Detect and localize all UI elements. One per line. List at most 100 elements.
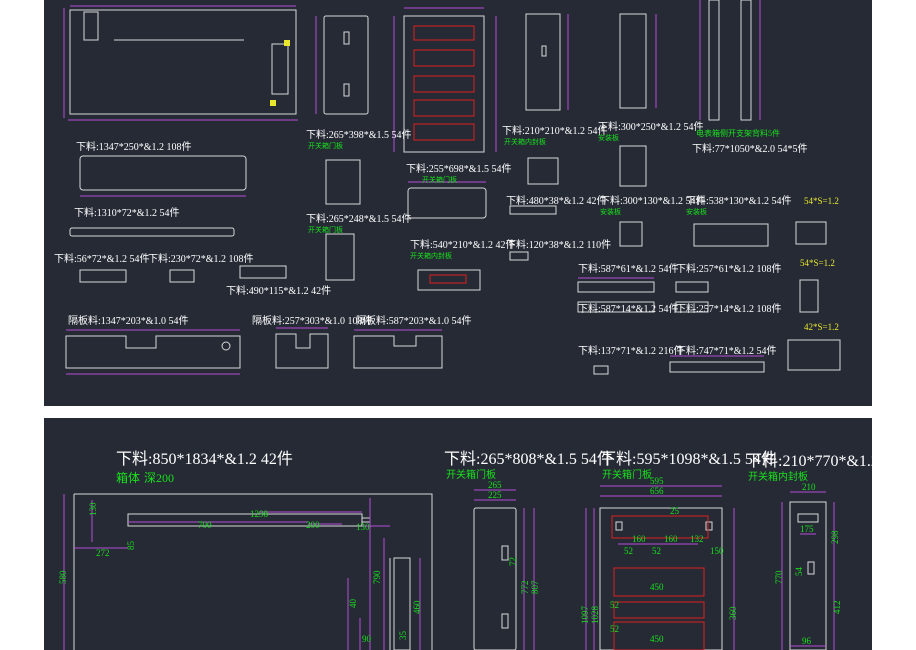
part-sublabel: 安装板 xyxy=(686,207,707,216)
long-bar-part xyxy=(79,155,247,191)
dim-value: 160 xyxy=(632,534,646,544)
part-label: 下料:540*210*&1.2 42件 xyxy=(410,238,516,251)
part-label: 下料:56*72*&1.2 54件 xyxy=(54,252,150,265)
dim-value: 96 xyxy=(802,636,812,646)
cabinet-body-block: 下料:850*1834*&1.2 42件 箱体 深200 130 12 xyxy=(58,450,433,650)
tall-panel-outline xyxy=(525,13,561,111)
part-outlines xyxy=(65,0,841,375)
dim-value: 54 xyxy=(794,567,804,577)
dim-value: 595 xyxy=(650,476,664,486)
door-panel-dim-values: 265 225 72 772 807 xyxy=(488,480,540,594)
window-cutouts xyxy=(611,515,709,650)
door-panel-outline xyxy=(323,15,369,115)
install-plate-outline xyxy=(619,13,647,109)
dim-value: 130 xyxy=(88,502,98,516)
bottom-drawing-panel: 下料:850*1834*&1.2 42件 箱体 深200 130 12 xyxy=(44,418,872,650)
cabinet-dims xyxy=(63,494,421,650)
top-part-labels: 下料:1347*250*&1.2 108件 下料:1310*72*&1.2 54… xyxy=(54,120,808,357)
dim-value: 450 xyxy=(650,582,664,592)
inner-cover-dim-values: 210 54 175 770 412 96 298 xyxy=(774,482,842,646)
windowed-door-outline xyxy=(599,507,723,650)
dim-value: 772 xyxy=(520,581,530,595)
dim-value: 132 xyxy=(690,534,704,544)
dim-value: 72 xyxy=(508,557,518,566)
part-label: 下料:747*71*&1.2 54件 xyxy=(676,344,777,357)
block-sublabel: 开关箱门板 xyxy=(602,468,652,481)
small-door-plate xyxy=(325,159,361,205)
top-cad-drawing: 下料:1347*250*&1.2 108件 下料:1310*72*&1.2 54… xyxy=(54,0,841,375)
dim-value: 1298 xyxy=(250,509,269,519)
part-label: 隔板料:1347*203*&1.0 54件 xyxy=(68,314,189,327)
dim-value: 225 xyxy=(488,490,502,500)
windowed-door-block: 下料:595*1098*&1.5 54件 开关箱门板 595 656 25 16… xyxy=(580,450,777,650)
partition-plate-2 xyxy=(275,333,329,369)
green-yellow-markers xyxy=(270,40,290,106)
part-sublabel: 开关箱门板 xyxy=(308,225,343,234)
dim-value: 52 xyxy=(610,624,619,634)
part-label: 下料:137*71*&1.2 216件 xyxy=(578,344,684,357)
part-sublabel: 开关箱门板 xyxy=(308,141,343,150)
cabinet-outline xyxy=(69,9,297,115)
dim-value: 52 xyxy=(610,600,619,610)
door-panel-block: 下料:265*808*&1.5 54件 开关箱门板 265 225 72 772… xyxy=(444,450,613,650)
dim-value: 35 xyxy=(398,631,408,641)
yellow-note: 42*S=1.2 xyxy=(804,322,839,332)
dim-value: 580 xyxy=(58,570,68,584)
part-label: 下料:265*248*&1.5 54件 xyxy=(306,212,412,225)
part-label: 下料:265*398*&1.5 54件 xyxy=(306,128,412,141)
windowed-door-dim-values: 595 656 25 160 160 132 52 52 450 450 150… xyxy=(580,476,738,644)
block-label: 下料:210*770*&1.2 42+6 xyxy=(746,452,872,470)
part-label: 下料:300*250*&1.2 54件 xyxy=(598,120,704,133)
dim-value: 807 xyxy=(530,580,540,594)
part-label: 下料:1310*72*&1.2 54件 xyxy=(74,206,180,219)
dim-value: 25 xyxy=(670,506,680,516)
block-label: 下料:595*1098*&1.5 54件 xyxy=(600,450,777,468)
part-label: 下料:480*38*&1.2 42件 xyxy=(506,194,607,207)
windowed-door-dims xyxy=(585,485,735,650)
dim-value: 450 xyxy=(650,634,664,644)
dimension-lines xyxy=(63,0,764,375)
dim-value: 52 xyxy=(652,546,661,556)
dim-value: 412 xyxy=(832,601,842,615)
block-sublabel: 开关箱内封板 xyxy=(748,470,808,483)
partition-plate-1 xyxy=(65,335,241,369)
dim-value: 265 xyxy=(488,480,502,490)
top-part-sublabels: 开关箱门板 开关箱门板 开关箱门板 开关箱内封板 开关箱内封板 安装板 安装板 … xyxy=(308,128,780,260)
part-label: 下料:300*130*&1.2 54件 xyxy=(600,194,706,207)
part-label: 下料:587*61*&1.2 54件 xyxy=(578,262,679,275)
part-sublabel: 电表箱侧开支架背料5件 xyxy=(696,128,780,138)
block-sublabel: 深200 xyxy=(144,471,174,485)
dim-value: 150 xyxy=(710,546,724,556)
dim-value: 790 xyxy=(372,570,382,584)
block-sublabel: 开关箱门板 xyxy=(446,468,496,481)
dim-value: 175 xyxy=(800,524,814,534)
door-window-cutouts xyxy=(413,25,475,284)
right-small-plate-2 xyxy=(799,279,819,313)
part-label: 下料:1347*250*&1.2 108件 xyxy=(76,140,192,153)
part-label: 下料:230*72*&1.2 108件 xyxy=(148,252,254,265)
right-small-plate-1 xyxy=(795,221,827,245)
yellow-note: 54*S=1.2 xyxy=(804,196,839,206)
yellow-notes: 54*S=1.2 54*S=1.2 42*S=1.2 xyxy=(800,196,839,332)
dim-value: 1097 xyxy=(580,606,590,625)
door-panel-windows-outline xyxy=(403,15,485,153)
part-label: 隔板料:257*303*&1.0 108件 xyxy=(252,314,373,327)
block-label: 下料:850*1834*&1.2 42件 xyxy=(116,450,293,468)
partition-plate-3 xyxy=(353,335,443,369)
dim-value: 85 xyxy=(126,541,136,551)
door-panel-dims xyxy=(474,489,535,650)
top-drawing-panel: 下料:1347*250*&1.2 108件 下料:1310*72*&1.2 54… xyxy=(44,0,872,406)
part-label: 下料:257*61*&1.2 108件 xyxy=(676,262,782,275)
dim-value: 200 xyxy=(306,520,320,530)
dim-value: 160 xyxy=(664,534,678,544)
part-label: 下料:490*115*&1.2 42件 xyxy=(226,284,331,297)
dim-value: 130 xyxy=(356,522,370,532)
dim-value: 770 xyxy=(774,570,784,584)
door-panel-outline xyxy=(473,507,517,650)
dim-value: 360 xyxy=(728,606,738,620)
part-label: 下料:255*698*&1.5 54件 xyxy=(406,162,512,175)
part-label: 下料:77*1050*&2.0 54*5件 xyxy=(692,142,808,155)
dim-value: 90 xyxy=(362,634,372,644)
side-bracket-outline xyxy=(708,0,720,121)
dim-value: 1028 xyxy=(590,606,600,625)
